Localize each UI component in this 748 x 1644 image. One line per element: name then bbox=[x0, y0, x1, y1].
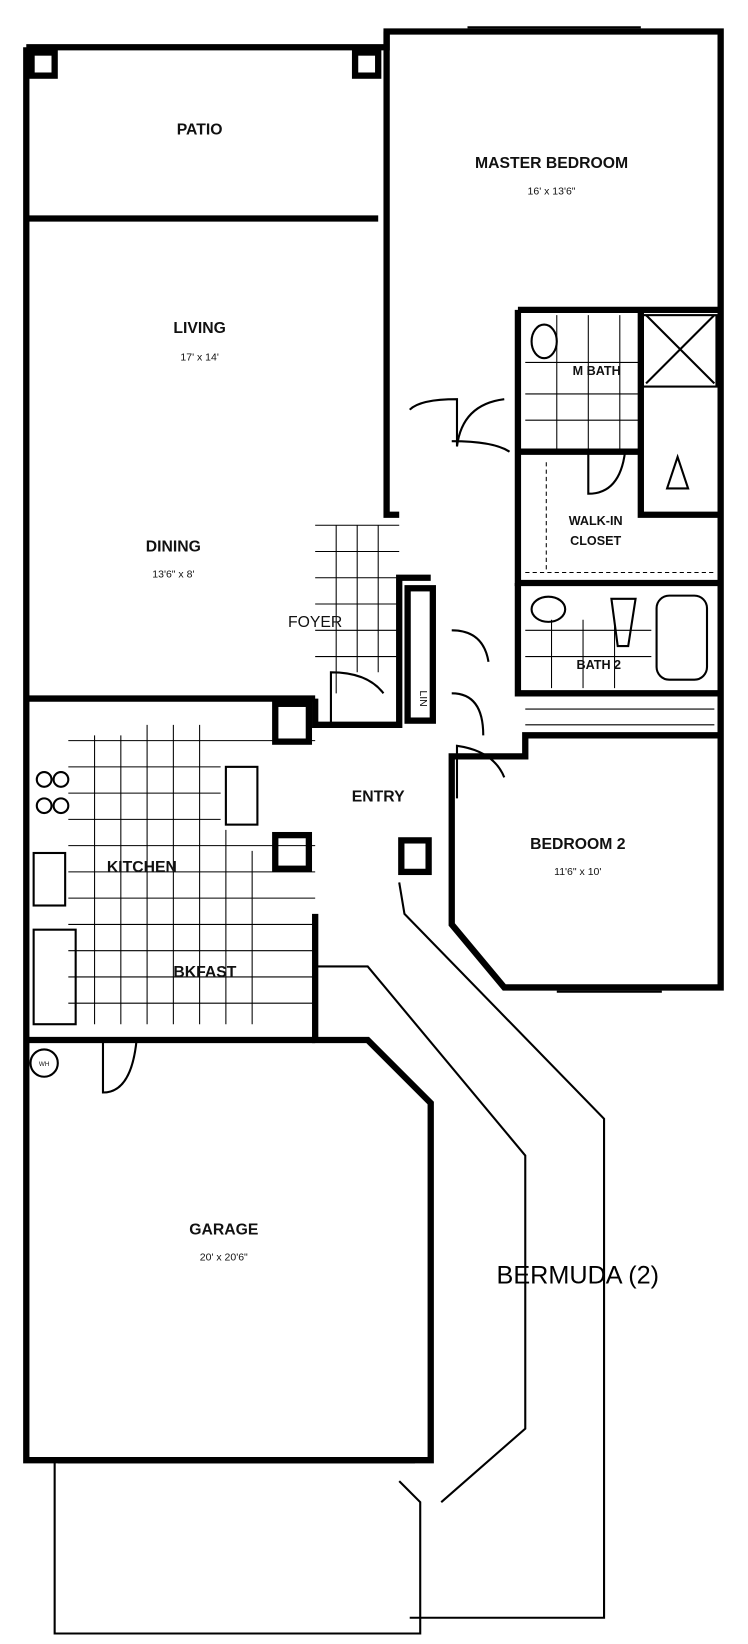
room-label-master-bath: M BATH bbox=[573, 364, 621, 378]
room-dims-bedroom-2: 11'6" x 10' bbox=[554, 866, 601, 878]
room-label-bath-2: BATH 2 bbox=[577, 658, 622, 672]
walls bbox=[23, 28, 724, 1464]
room-label-foyer: FOYER bbox=[288, 614, 342, 631]
room-dims-living: 17' x 14' bbox=[180, 351, 218, 363]
room-label-kitchen: KITCHEN bbox=[107, 859, 177, 876]
room-label-patio: PATIO bbox=[177, 121, 223, 138]
room-label-master-bedroom: MASTER BEDROOM bbox=[475, 155, 628, 172]
room-dims-garage: 20' x 20'6" bbox=[200, 1252, 248, 1264]
fixtures bbox=[29, 26, 718, 1635]
room-label-walk-in-2: CLOSET bbox=[570, 534, 621, 548]
room-label-garage: GARAGE bbox=[189, 1221, 258, 1238]
room-label-dining: DINING bbox=[146, 539, 201, 556]
room-label-entry: ENTRY bbox=[352, 789, 405, 806]
water-heater-label: WH bbox=[39, 1061, 50, 1068]
room-label-walk-in-1: WALK-IN bbox=[569, 514, 623, 528]
room-label-living: LIVING bbox=[173, 320, 226, 337]
room-label-bkfast: BKFAST bbox=[173, 964, 236, 981]
room-dims-dining: 13'6" x 8' bbox=[152, 569, 194, 581]
room-label-linen: LIN bbox=[417, 690, 429, 706]
room-label-bedroom-2: BEDROOM 2 bbox=[530, 836, 626, 853]
plan-title: BERMUDA (2) bbox=[497, 1262, 659, 1290]
room-dims-master-bedroom: 16' x 13'6" bbox=[528, 185, 576, 197]
